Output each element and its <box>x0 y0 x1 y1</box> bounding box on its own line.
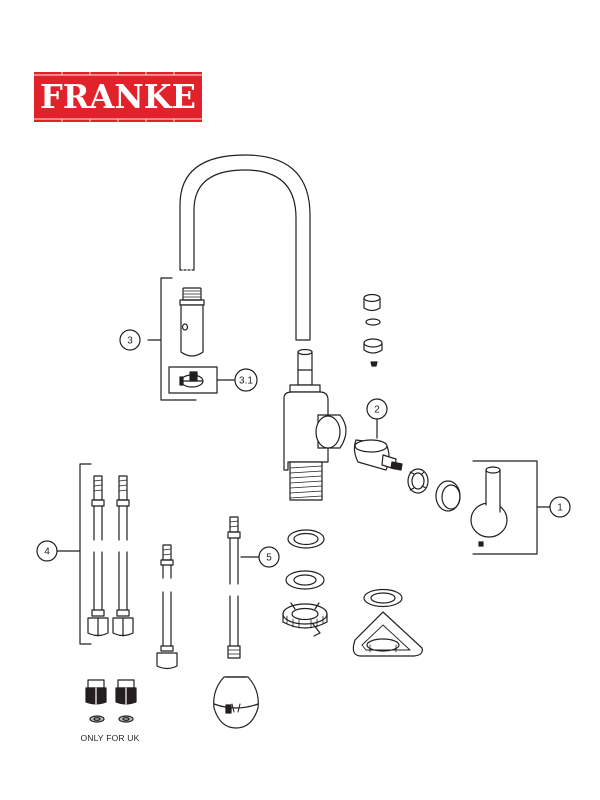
base-washer <box>285 570 325 590</box>
callout-2-label: 2 <box>374 405 380 416</box>
hose-weight <box>213 676 259 729</box>
bracket-4 <box>79 463 92 645</box>
logo-background <box>34 72 202 122</box>
base-gasket <box>287 529 325 549</box>
check-valve <box>168 366 218 394</box>
top-washer <box>363 588 403 608</box>
uk-washer-left <box>89 715 105 723</box>
flex-hose-5 <box>227 516 241 659</box>
callout-3-circle <box>119 329 141 351</box>
flex-hose-right <box>112 475 134 637</box>
fixing-horseshoe <box>282 602 328 637</box>
uk-adaptor-right <box>115 679 137 705</box>
spray-head <box>179 287 205 357</box>
callout-3-1-circle <box>234 368 258 392</box>
callout-1-label: 1 <box>557 503 563 514</box>
franke-logo: FRANKE <box>34 72 202 122</box>
callout-4-label: 4 <box>44 547 50 558</box>
uk-washer-right <box>118 715 134 723</box>
callout-3-1-label: 3.1 <box>239 376 253 387</box>
callout-3-label: 3 <box>127 336 133 347</box>
spout-seal-set <box>363 293 383 367</box>
uk-adaptor-left <box>85 679 107 705</box>
flex-hose-left <box>87 475 109 637</box>
uk-only-note: ONLY FOR UK <box>80 733 140 743</box>
body-thread <box>289 465 323 499</box>
spout <box>179 154 311 341</box>
stabilizer-plate <box>352 611 423 657</box>
dome-cover <box>435 480 461 512</box>
logo-wordmark: FRANKE <box>40 77 196 116</box>
callout-5-label: 5 <box>266 553 272 564</box>
bracket-3 <box>160 277 197 401</box>
cartridge-nut <box>407 468 429 494</box>
logo-frame-lines <box>34 72 202 122</box>
cartridge <box>353 439 403 471</box>
lever-handle <box>470 466 508 547</box>
flex-hose-short <box>156 544 178 670</box>
tap-body <box>283 348 347 501</box>
